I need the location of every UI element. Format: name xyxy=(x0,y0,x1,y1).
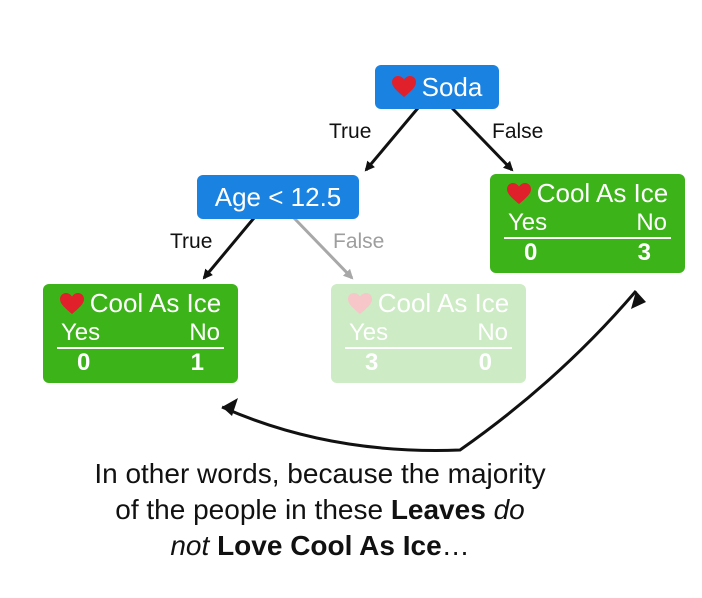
leaf-title: Cool As Ice xyxy=(89,288,222,318)
yes-count: 3 xyxy=(365,349,379,376)
no-count: 3 xyxy=(637,239,651,266)
edge-label-root-false: False xyxy=(492,120,544,143)
root-node-label: Soda xyxy=(421,71,483,102)
no-count: 1 xyxy=(190,349,204,376)
caption-bold-love: Love Cool As Ice xyxy=(217,530,442,561)
caption-ellipsis: … xyxy=(441,530,470,561)
caption-text: of the people in these xyxy=(115,494,391,525)
caption-line-2: of the people in these Leaves do xyxy=(40,492,600,528)
edge-label-split-true: True xyxy=(170,230,213,253)
leaf-value-row: 3 0 xyxy=(331,349,526,377)
edge-split-false xyxy=(292,216,354,280)
caption-italic-not: not xyxy=(170,530,210,561)
leaf-title: Cool As Ice xyxy=(536,178,669,208)
leaf-value-row: 0 1 xyxy=(43,349,238,377)
leaf-divider xyxy=(57,347,224,349)
caption-line-1: In other words, because the majority xyxy=(40,456,600,492)
no-count: 0 xyxy=(478,349,492,376)
leaf-header-row: Yes No xyxy=(331,319,526,347)
yes-label: Yes xyxy=(508,209,548,236)
yes-count: 0 xyxy=(524,239,538,266)
heart-icon xyxy=(506,182,531,205)
caption: In other words, because the majority of … xyxy=(40,456,600,564)
leaf-node-left: Cool As Ice Yes No 0 1 xyxy=(43,284,238,383)
right-arrowhead xyxy=(631,291,646,309)
caption-space xyxy=(209,530,217,561)
caption-line-3: not Love Cool As Ice… xyxy=(40,528,600,564)
leaf-node-right: Cool As Ice Yes No 0 3 xyxy=(490,174,685,273)
no-label: No xyxy=(189,319,220,346)
leaf-divider xyxy=(345,347,512,349)
edge-label-root-true: True xyxy=(329,120,372,143)
heart-icon xyxy=(391,76,416,98)
caption-bold-leaves: Leaves xyxy=(390,494,486,525)
edge-root-false xyxy=(450,106,514,172)
edge-label-split-false: False xyxy=(333,230,385,253)
leaf-title: Cool As Ice xyxy=(377,288,510,318)
curved-pointer-arrow xyxy=(221,290,638,452)
yes-label: Yes xyxy=(349,319,389,346)
yes-count: 0 xyxy=(77,349,91,376)
caption-text: In other words, because the majority xyxy=(94,458,546,489)
leaf-header-row: Yes No xyxy=(490,209,685,237)
yes-label: Yes xyxy=(61,319,101,346)
heart-icon xyxy=(347,292,372,315)
split-node-age: Age < 12.5 xyxy=(197,175,359,219)
edge-root-true xyxy=(364,107,420,172)
leaf-node-middle-faded: Cool As Ice Yes No 3 0 xyxy=(331,284,526,383)
edge-split-true xyxy=(202,217,256,280)
split-node-label: Age < 12.5 xyxy=(214,181,342,212)
caption-space xyxy=(486,494,494,525)
root-node-soda: Soda xyxy=(375,65,499,109)
leaf-divider xyxy=(504,237,671,239)
no-label: No xyxy=(477,319,508,346)
heart-icon xyxy=(59,292,84,315)
caption-italic-do: do xyxy=(493,494,525,525)
leaf-header-row: Yes No xyxy=(43,319,238,347)
leaf-value-row: 0 3 xyxy=(490,239,685,267)
left-arrowhead xyxy=(222,398,238,416)
no-label: No xyxy=(636,209,667,236)
